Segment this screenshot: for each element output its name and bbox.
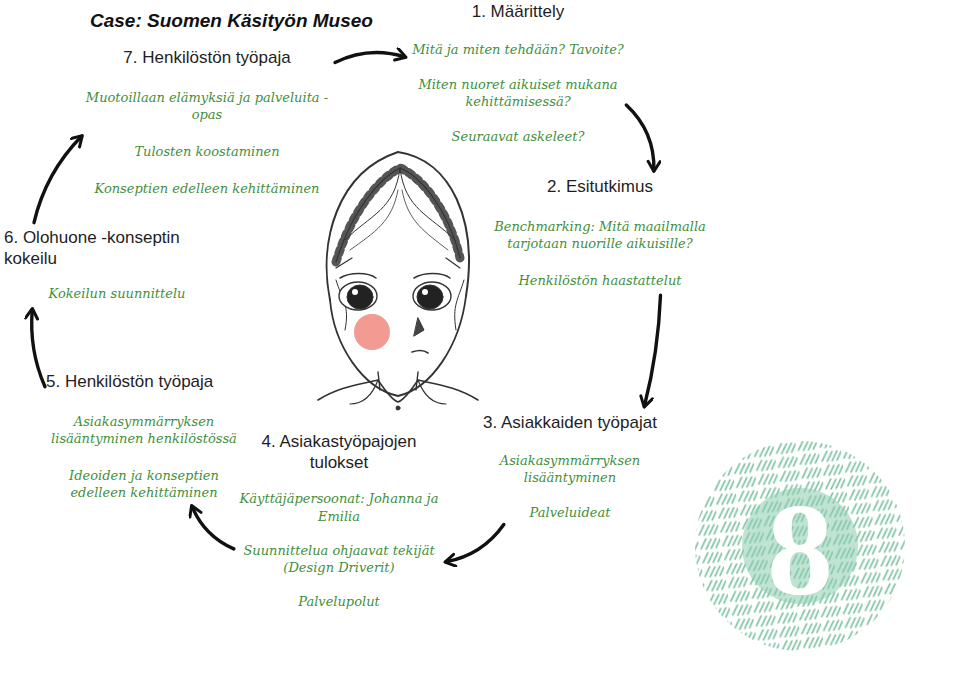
circle-number: 8 <box>767 484 833 616</box>
step-group: 5. Henkilöstön työpajaAsiakasymmärryksen… <box>46 372 242 501</box>
step-group: 6. Olohuone -konseptin kokeiluKokeilun s… <box>4 228 230 303</box>
step-note: Benchmarking: Mitä maailmalla tarjotaan … <box>482 218 718 252</box>
step-note: Kokeilun suunnittelu <box>4 285 230 302</box>
step-note: Miten nuoret aikuiset mukana kehittämise… <box>412 76 624 110</box>
step-note: Suunnittelua ohjaavat tekijät (Design Dr… <box>238 542 440 576</box>
flow-arrow <box>626 105 654 171</box>
step-note: Tulosten koostaminen <box>85 143 329 160</box>
step-heading: 2. Esitutkimus <box>482 177 718 198</box>
step-group: 4. Asiakastyöpajojen tuloksetKäyttäjäper… <box>238 432 440 610</box>
step-heading: 4. Asiakastyöpajojen tulokset <box>238 432 440 473</box>
step-note: Konseptien edelleen kehittäminen <box>85 180 329 197</box>
step-group: 2. EsitutkimusBenchmarking: Mitä maailma… <box>482 177 718 289</box>
step-heading: 6. Olohuone -konseptin kokeilu <box>4 228 230 269</box>
step-note: Palvelupolut <box>238 593 440 610</box>
step-note: Henkilöstön haastattelut <box>482 272 718 289</box>
step-group: 3. Asiakkaiden työpajatAsiakasymmärrykse… <box>468 413 672 521</box>
flow-arrow <box>34 136 82 222</box>
step-heading: 1. Määrittely <box>412 2 624 23</box>
flow-arrow <box>644 295 660 406</box>
step-group: 1. MäärittelyMitä ja miten tehdään? Tavo… <box>412 2 624 145</box>
step-note: Ideoiden ja konseptien edelleen kehittäm… <box>46 467 242 501</box>
girl-face <box>318 152 478 410</box>
flow-arrow <box>335 53 405 63</box>
flow-arrow <box>192 506 234 549</box>
green-circle-hatch <box>695 441 905 651</box>
green-circle <box>695 441 905 651</box>
step-note: Palveluideat <box>468 504 672 521</box>
step-note: Käyttäjäpersoonat: Johanna ja Emilia <box>238 490 440 524</box>
step-note: Asiakasymmärryksen lisääntyminen <box>468 452 672 486</box>
step-heading: 7. Henkilöstön työpaja <box>85 48 329 69</box>
diagram-title: Case: Suomen Käsityön Museo <box>90 10 373 32</box>
step-heading: 3. Asiakkaiden työpajat <box>468 413 672 434</box>
step-heading: 5. Henkilöstön työpaja <box>46 372 242 393</box>
step-note: Mitä ja miten tehdään? Tavoite? <box>412 41 624 58</box>
step-group: 7. Henkilöstön työpajaMuotoillaan elämyk… <box>85 48 329 197</box>
flow-arrow <box>32 310 45 387</box>
flow-arrow <box>446 525 504 562</box>
step-note: Muotoillaan elämyksiä ja palveluita -opa… <box>85 89 329 123</box>
step-note: Asiakasymmärryksen lisääntyminen henkilö… <box>46 413 242 447</box>
step-note: Seuraavat askeleet? <box>412 128 624 145</box>
